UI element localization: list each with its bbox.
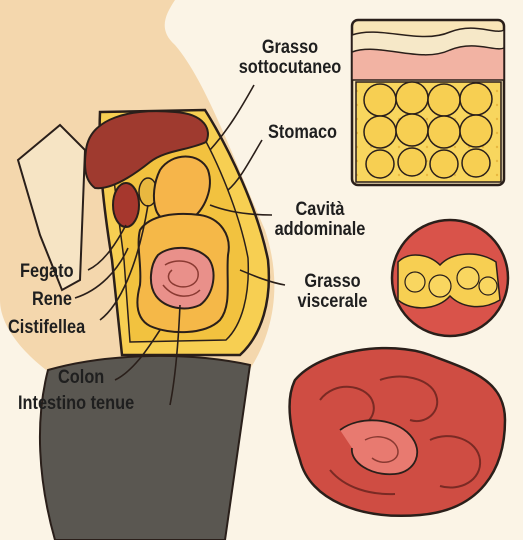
- label-grasso-sottocutaneo: Grasso sottocutaneo: [226, 38, 355, 78]
- label-intestino-tenue: Intestino tenue: [18, 393, 135, 414]
- label-fegato: Fegato: [20, 261, 74, 282]
- label-text: addominale: [274, 219, 366, 240]
- label-text: Cavità: [295, 199, 345, 220]
- label-cavita-addominale: Cavità addominale: [268, 200, 371, 240]
- leader-lines: [74, 84, 286, 406]
- leader-cavita: [209, 204, 273, 216]
- pants-shape: [38, 354, 252, 540]
- arm-shape: [16, 123, 87, 292]
- label-colon: Colon: [58, 367, 105, 388]
- leader-cistifellea: [99, 204, 149, 321]
- label-text: sottocutaneo: [238, 57, 342, 78]
- label-text: viscerale: [297, 291, 368, 312]
- small-intestine-organ: [150, 246, 215, 310]
- label-rene: Rene: [32, 289, 72, 310]
- kidney-organ: [112, 182, 140, 228]
- leader-grasso-viscerale: [239, 269, 286, 286]
- leader-colon: [114, 329, 161, 381]
- leader-intestino-tenue: [169, 304, 181, 406]
- label-text: Grasso: [261, 37, 319, 58]
- label-stomaco: Stomaco: [268, 122, 338, 143]
- leader-rene: [74, 247, 129, 299]
- visceral-fat-detail: [390, 218, 510, 338]
- label-text: Grasso: [304, 271, 361, 292]
- intestines-detail: [288, 346, 507, 517]
- liver-organ: [84, 110, 209, 190]
- leader-grasso-sottocutaneo: [209, 84, 255, 151]
- subcutaneous-fat-detail: [350, 18, 506, 187]
- label-cistifellea: Cistifellea: [8, 317, 86, 338]
- leader-stomaco: [227, 139, 263, 191]
- label-grasso-viscerale: Grasso viscerale: [283, 272, 382, 312]
- leader-fegato: [87, 224, 127, 271]
